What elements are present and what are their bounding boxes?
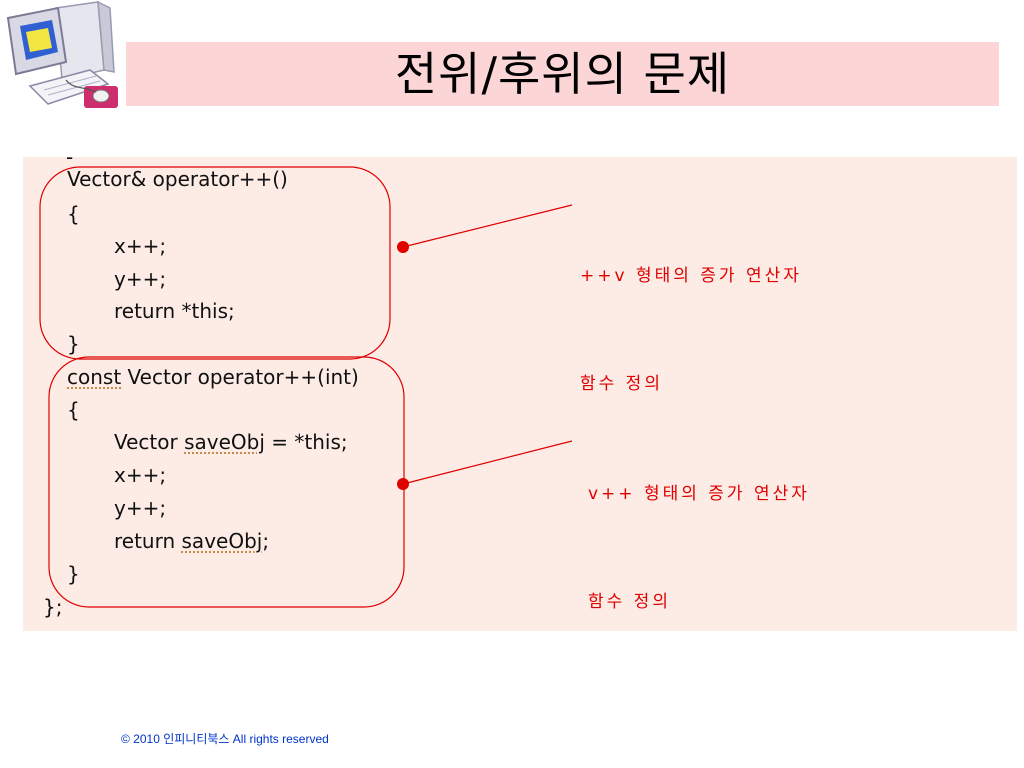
postfix-note: v++ 형태의 증가 연산자 함수 정의 [588, 404, 810, 656]
postfix-pointer-dot [397, 478, 409, 490]
code-fragment: - [66, 145, 74, 169]
code-line-saveobj-decl: Vector saveObj = *this; [114, 431, 348, 453]
saveobj-identifier: saveObj [184, 430, 265, 454]
code-line-return-this: return *this; [114, 299, 235, 323]
prefix-note-line1: ++v 형태의 증가 연산자 [580, 266, 802, 286]
prefix-note-line2: 함수 정의 [580, 374, 663, 394]
slide-title: 전위/후위의 문제 [394, 47, 731, 101]
code-line-prefix-signature: Vector& operator++() [67, 167, 288, 191]
computer-logo-icon [0, 0, 124, 112]
const-keyword: const [67, 365, 122, 389]
code-line-close-brace-2: } [67, 562, 80, 586]
postfix-signature-rest: Vector operator++(int) [121, 365, 359, 389]
code-line-return-saveobj: return saveObj; [114, 530, 269, 552]
code-line-class-end: }; [43, 595, 63, 619]
saveobj-assign: = *this; [264, 430, 348, 454]
code-line-open-brace-2: { [67, 398, 80, 422]
prefix-pointer-line [402, 204, 573, 248]
code-line-postfix-signature: const Vector operator++(int) [67, 366, 359, 388]
prefix-pointer-dot [397, 241, 409, 253]
copyright-footer: © 2010 인피니티북스 All rights reserved [121, 732, 329, 746]
postfix-block-highlight [48, 356, 405, 608]
return-keyword: return [114, 529, 182, 553]
code-line-y-increment-2: y++; [114, 496, 167, 520]
prefix-block-highlight [39, 166, 391, 360]
code-line-x-increment: x++; [114, 234, 167, 258]
saveobj-return-identifier: saveObj [181, 529, 263, 553]
code-line-y-increment: y++; [114, 267, 167, 291]
return-semicolon: ; [262, 529, 270, 553]
prefix-note: ++v 형태의 증가 연산자 함수 정의 [580, 186, 802, 438]
code-line-open-brace: { [67, 202, 80, 226]
code-line-x-increment-2: x++; [114, 463, 167, 487]
title-bar [126, 42, 999, 106]
postfix-pointer-line [402, 440, 573, 485]
vector-type: Vector [114, 430, 185, 454]
code-line-close-brace: } [67, 332, 80, 356]
postfix-note-line2: 함수 정의 [588, 592, 671, 612]
postfix-note-line1: v++ 형태의 증가 연산자 [588, 484, 810, 504]
code-panel [23, 157, 1017, 631]
